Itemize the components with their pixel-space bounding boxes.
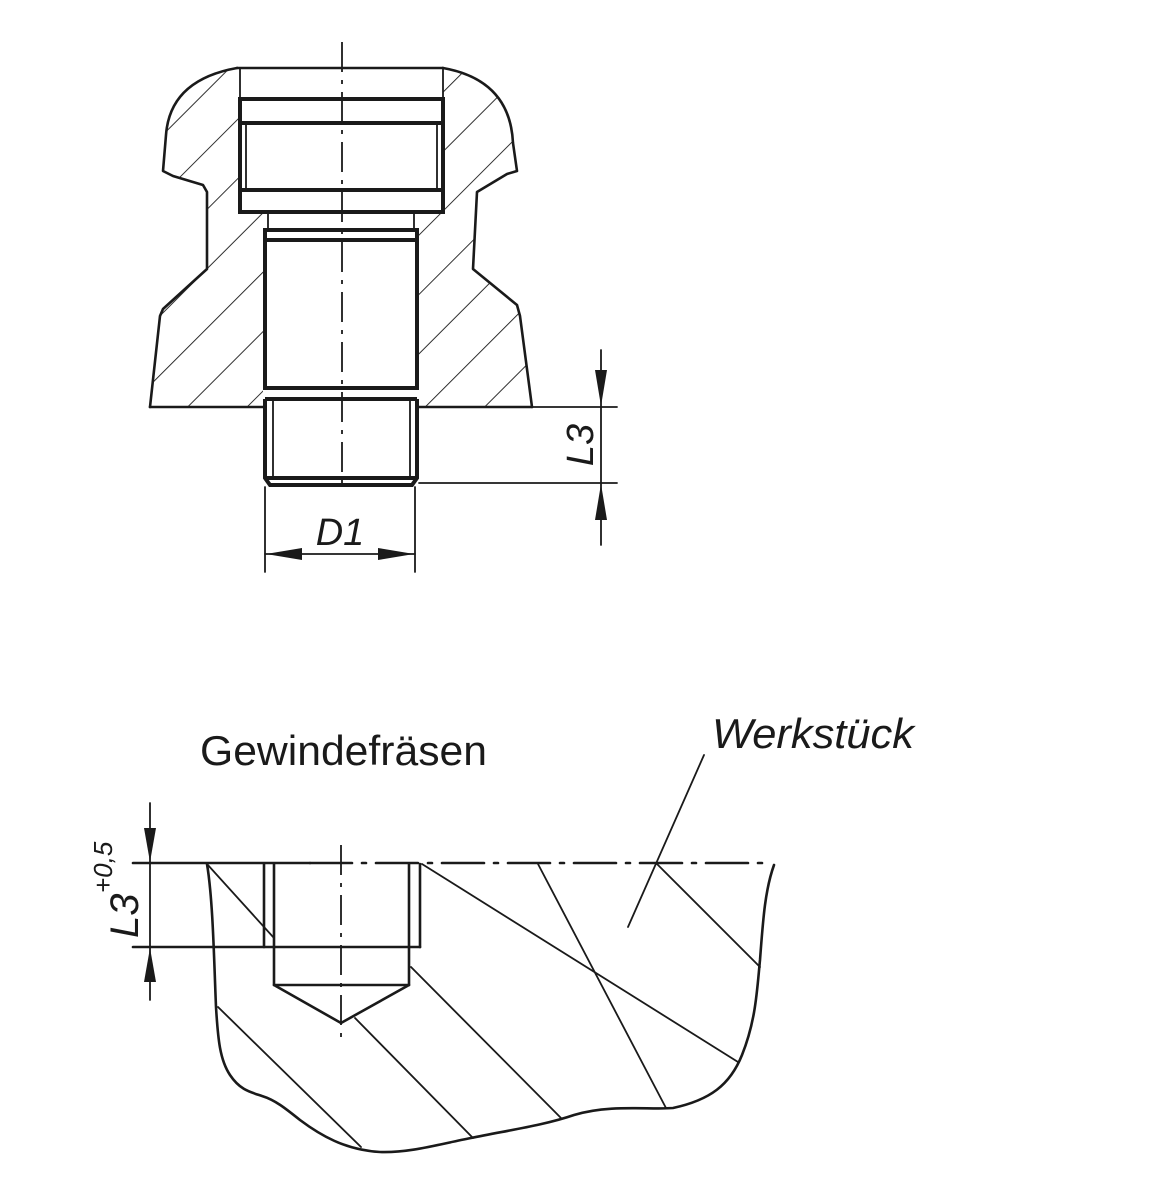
d1-dimension: D1 <box>264 486 416 573</box>
d1-label: D1 <box>316 512 365 554</box>
thread-milling-title: Gewindefräsen <box>200 727 487 774</box>
leader-line <box>627 754 705 928</box>
arrow-icon <box>266 548 302 560</box>
bore <box>263 228 419 390</box>
l3-label: L3 <box>560 424 602 466</box>
hatch-right <box>417 68 532 407</box>
workpiece-break-outline <box>205 862 776 1154</box>
workpiece-label: Werkstück <box>712 710 916 757</box>
arrow-icon <box>144 948 156 982</box>
l3-dimension: L3 <box>418 349 618 546</box>
body-outline-right <box>441 66 534 409</box>
tolerance-label: +0,5 <box>88 841 118 893</box>
workpiece-section-view: Gewindefräsen Werkstück L <box>88 710 916 1154</box>
l3-depth-label: L3 <box>103 894 147 939</box>
body-outline-left <box>148 66 239 409</box>
threaded-stub <box>263 399 419 487</box>
arrow-icon <box>144 828 156 862</box>
arrow-icon <box>595 484 607 520</box>
arrow-icon <box>378 548 414 560</box>
insert-section-view: D1 L3 <box>148 42 618 573</box>
l3-tolerance-dimension: L3 +0,5 <box>88 802 156 1001</box>
arrow-icon <box>595 370 607 406</box>
workpiece-hatch <box>206 863 761 1148</box>
